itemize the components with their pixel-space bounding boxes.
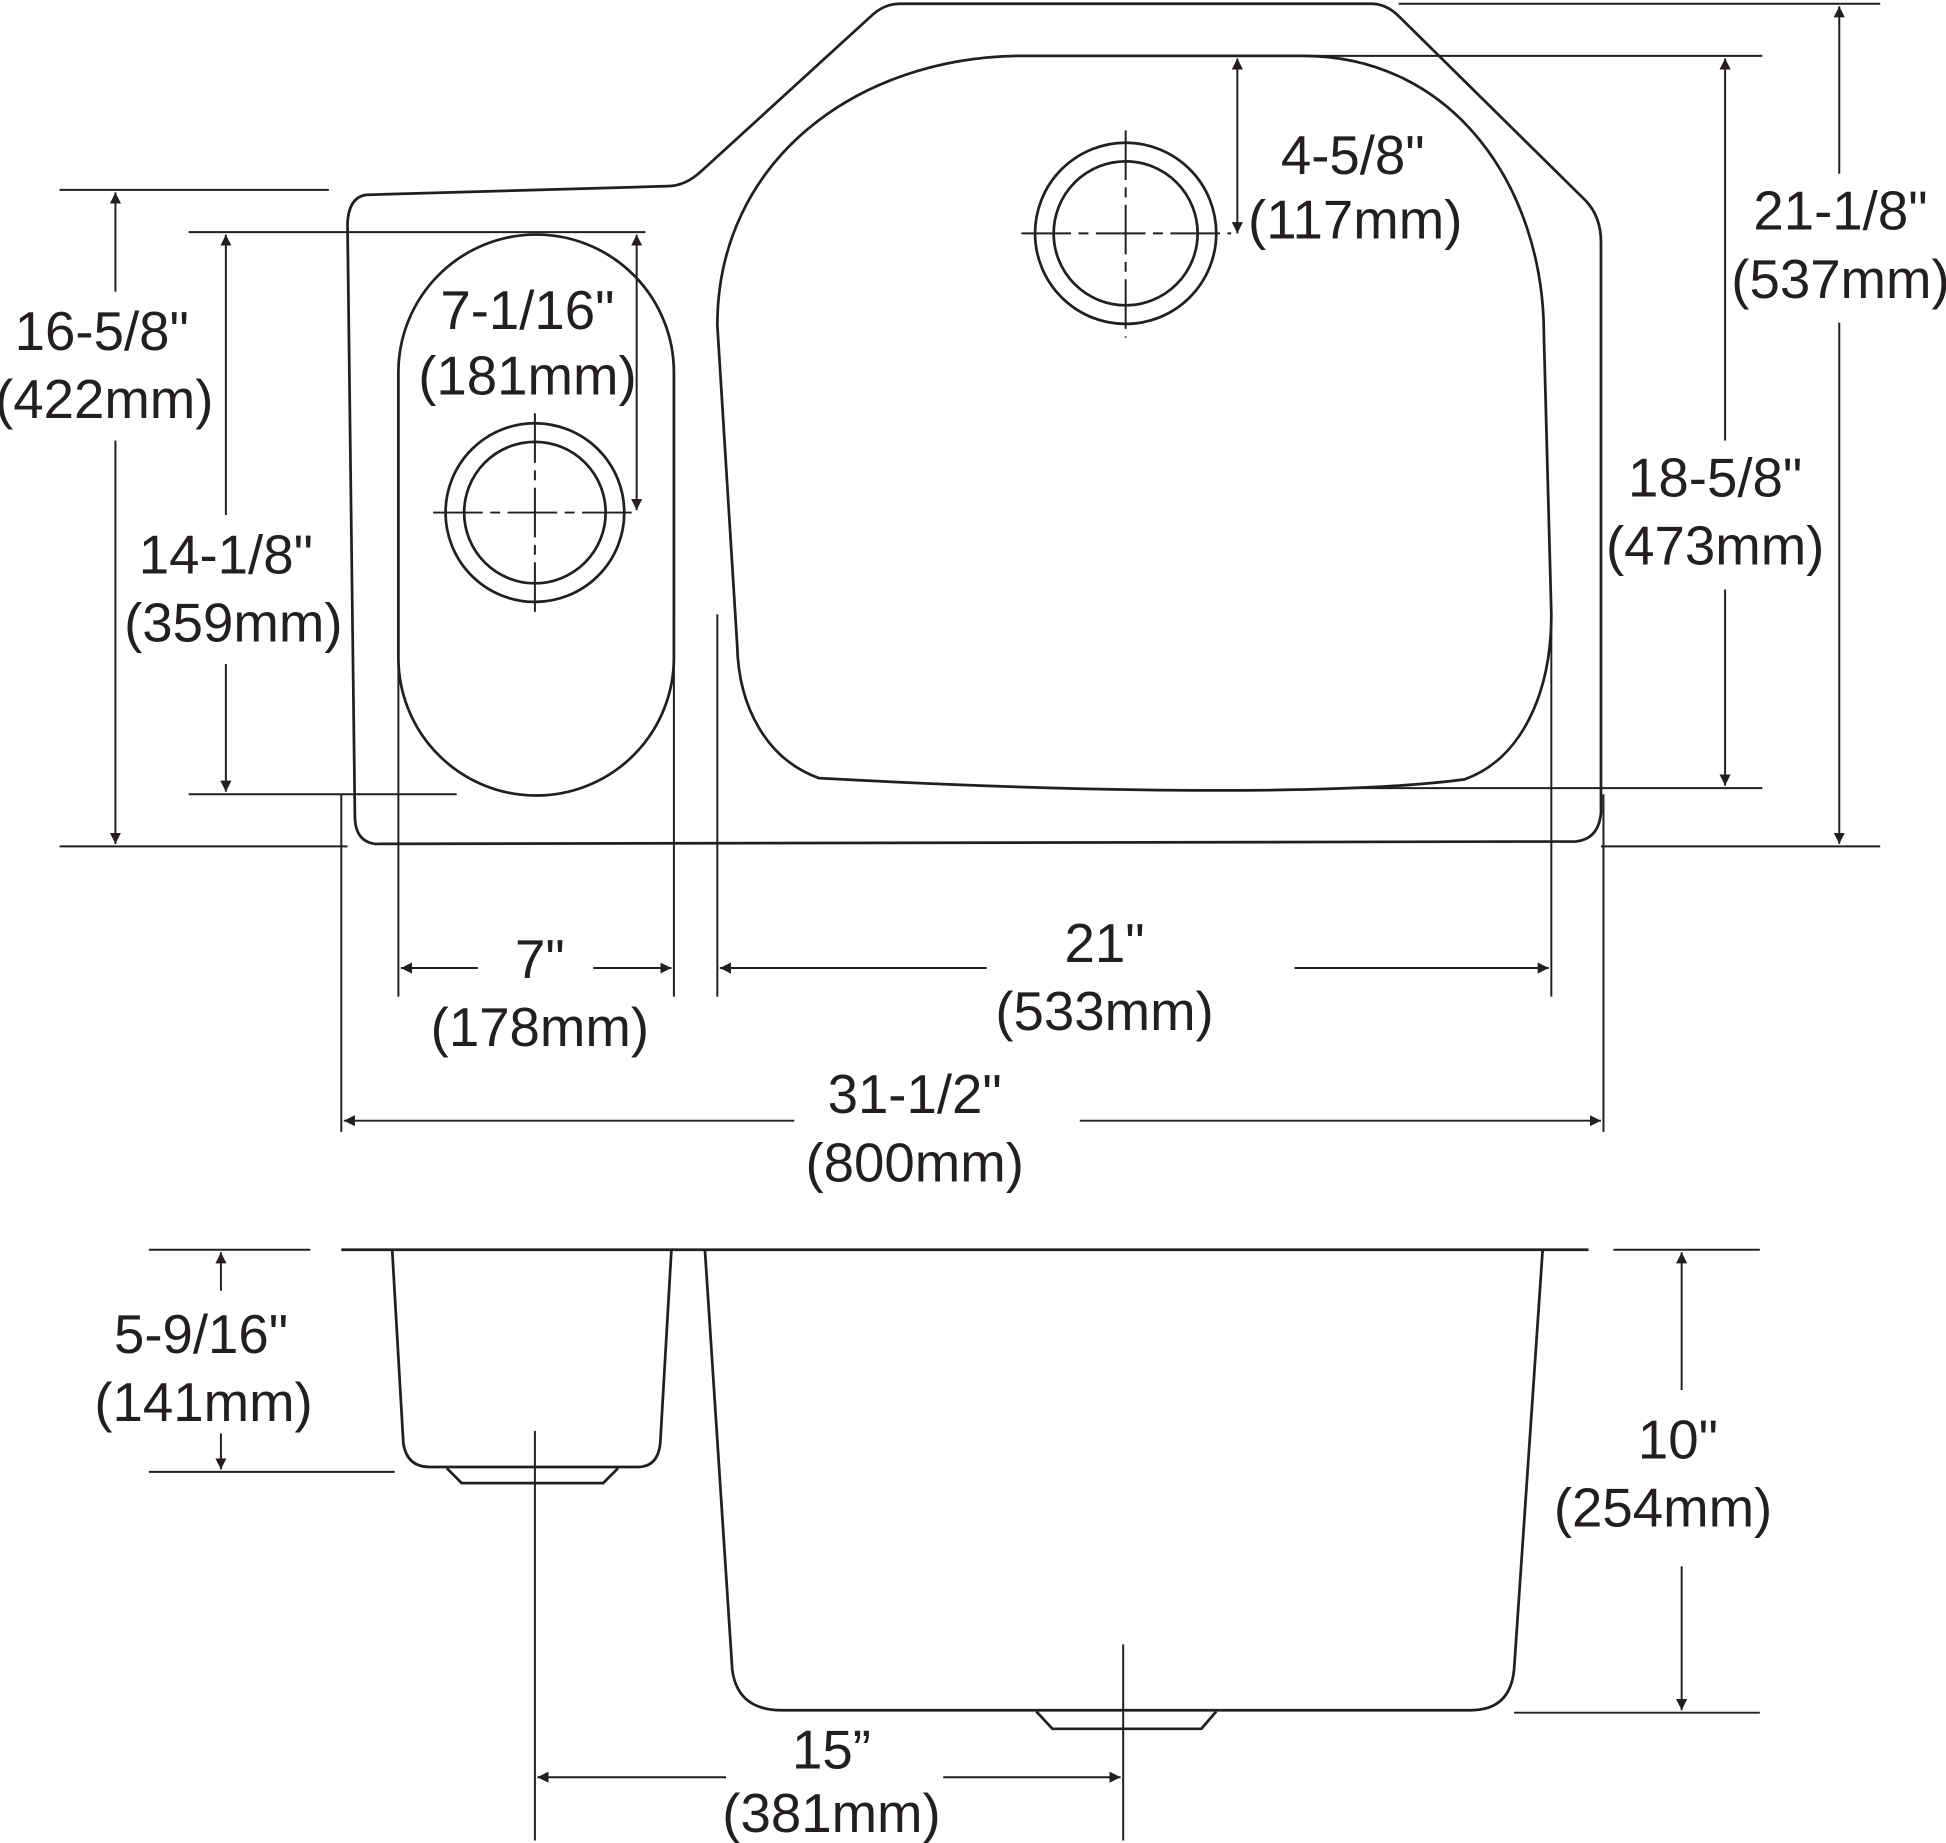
dim-overall-width: 31-1/2" (800mm) (805, 1064, 1023, 1193)
small-drain (433, 413, 637, 619)
dim-inch: 21" (1064, 913, 1144, 974)
dim-inch: 18-5/8" (1628, 447, 1802, 508)
dim-mm: (800mm) (805, 1133, 1023, 1194)
side-view: 5-9/16" (141mm) 10" (254mm) 15” (381mm) (94, 1248, 1772, 1843)
dim-inch: 5-9/16" (114, 1304, 288, 1365)
dim-inch: 14-1/8" (139, 524, 313, 585)
top-view: 21-1/8" (537mm) 18-5/8" (473mm) 4-5/8" (… (0, 2, 1946, 1194)
large-bowl-profile (703, 1249, 1545, 1712)
dim-inch: 7" (515, 929, 565, 990)
small-drain-profile (445, 1467, 620, 1485)
dim-mm: (178mm) (431, 997, 649, 1058)
dim-mm: (254mm) (1554, 1478, 1772, 1539)
dim-large-bowl-height: 10" (254mm) (1554, 1409, 1772, 1538)
dim-large-bowl-depth: 18-5/8" (473mm) (1606, 440, 1825, 590)
dim-mm: (117mm) (1248, 189, 1462, 250)
dim-small-drain-offset: 7-1/16" (181mm) (418, 280, 636, 407)
dim-small-section-depth: 16-5/8" (422mm) (0, 291, 213, 441)
dim-large-bowl-width: 21" (533mm) (995, 913, 1213, 1042)
dim-inch: 21-1/8" (1753, 181, 1927, 242)
sink-outline (346, 2, 1603, 846)
large-drain (1021, 130, 1232, 338)
dim-small-bowl-width: 7" (178mm) (431, 929, 649, 1058)
dim-drain-spacing: 15” (381mm) (722, 1720, 940, 1843)
dim-inch: 10" (1638, 1409, 1718, 1470)
dim-small-bowl-height: 5-9/16" (141mm) (94, 1304, 312, 1433)
dim-inch: 7-1/16" (440, 280, 614, 341)
dim-mm: (381mm) (722, 1783, 940, 1843)
dim-small-bowl-depth: 14-1/8" (359mm) (124, 515, 343, 664)
dim-large-drain-offset: 4-5/8" (117mm) (1248, 125, 1462, 251)
dim-inch: 4-5/8" (1281, 125, 1425, 186)
large-bowl-outline (715, 54, 1553, 792)
dim-mm: (181mm) (418, 346, 636, 407)
large-drain-profile (1035, 1710, 1218, 1731)
dim-inch: 15” (792, 1720, 871, 1781)
dim-inch: 31-1/2" (828, 1064, 1002, 1125)
dim-inch: 16-5/8" (15, 301, 189, 362)
dim-mm: (422mm) (0, 369, 213, 430)
dim-overall-depth: 21-1/8" (537mm) (1731, 173, 1946, 323)
dim-mm: (473mm) (1606, 516, 1824, 577)
dim-mm: (533mm) (995, 981, 1213, 1042)
dim-mm: (537mm) (1731, 249, 1946, 310)
dim-mm: (141mm) (94, 1372, 312, 1433)
small-bowl-profile (390, 1249, 673, 1469)
dim-mm: (359mm) (124, 593, 342, 654)
